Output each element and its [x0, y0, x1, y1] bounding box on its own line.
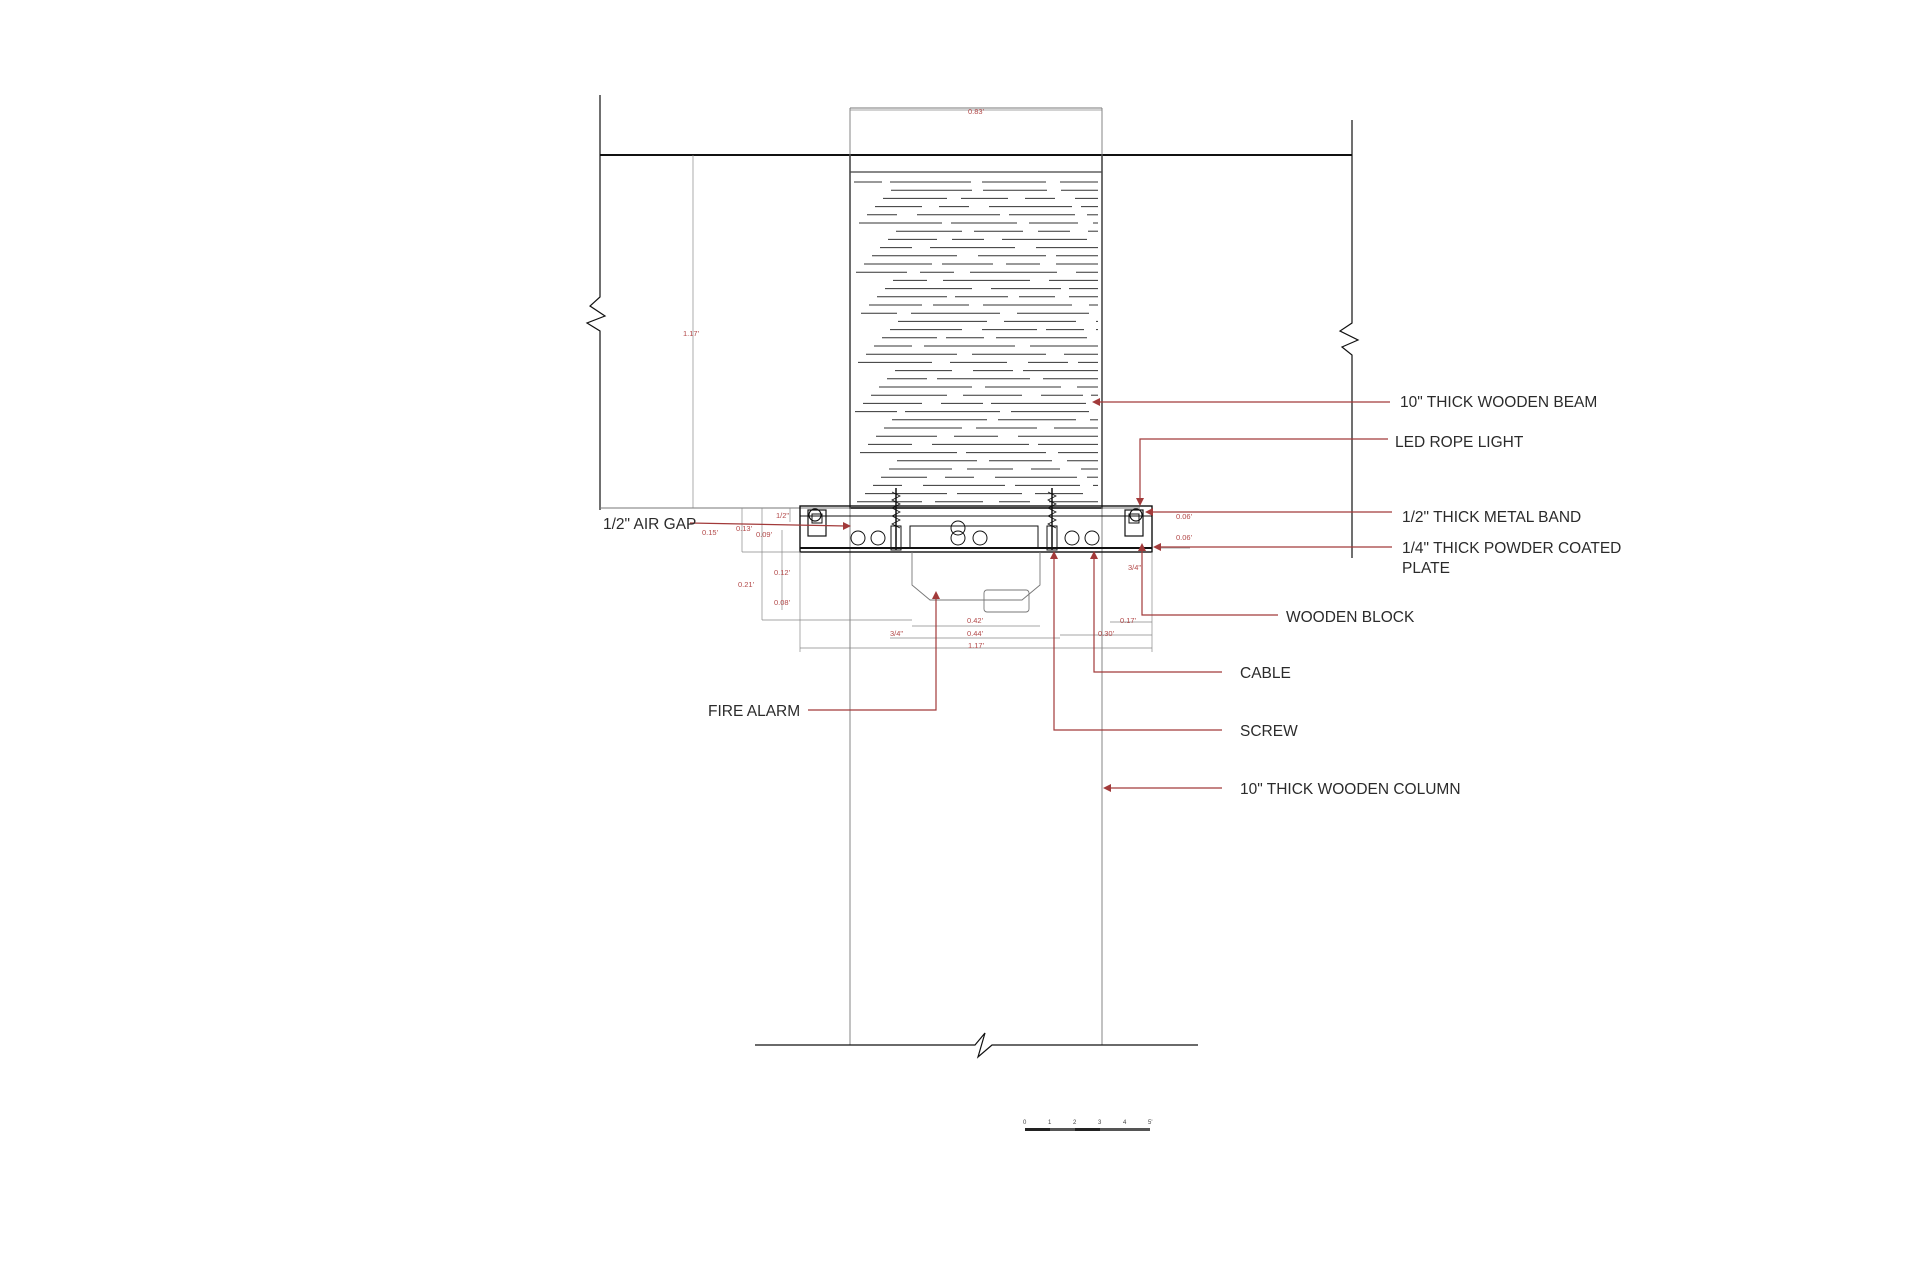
- wood-grain-hatch: [854, 181, 1098, 503]
- led-rope-light: [808, 508, 822, 522]
- label-wooden-block: WOODEN BLOCK: [1286, 609, 1415, 626]
- label-metal-band: 1/2" THICK METAL BAND: [1402, 509, 1581, 526]
- dim-half-inch: 1/2": [776, 511, 789, 520]
- dim-012: 0.12': [774, 568, 791, 577]
- dim-044: 0.44': [967, 629, 984, 638]
- cable: [950, 520, 966, 536]
- wooden-block-left: [807, 509, 827, 537]
- label-wooden-column: 10" THICK WOODEN COLUMN: [1240, 781, 1461, 798]
- scale-tick-label: 5': [1148, 1120, 1152, 1126]
- fire-alarm-body: [911, 552, 1041, 601]
- dim-three-quarter-right: 3/4": [1128, 563, 1141, 572]
- scale-tick-label: 0: [1023, 1120, 1027, 1126]
- scale-tick-label: 3: [1098, 1120, 1102, 1126]
- screw-left: [890, 488, 902, 551]
- wooden-column: [755, 107, 1198, 1059]
- dimension-labels: 0.83' 1.17' 1/2" 0.13' 0.15' 0.09' 0.12'…: [683, 107, 1193, 650]
- dim-009: 0.09': [756, 530, 773, 539]
- label-wooden-beam: 10" THICK WOODEN BEAM: [1400, 394, 1597, 411]
- dim-042: 0.42': [967, 616, 984, 625]
- label-screw: SCREW: [1240, 723, 1298, 740]
- label-fire-alarm: FIRE ALARM: [708, 703, 800, 720]
- scale-tick-label: 4: [1123, 1120, 1127, 1126]
- led-rope-light: [1129, 508, 1143, 522]
- leader-lines: [689, 398, 1392, 792]
- dim-015: 0.15': [702, 528, 719, 537]
- cable: [972, 530, 988, 546]
- dim-three-quarter-left: 3/4": [890, 629, 903, 638]
- dim-030: 0.30': [1098, 629, 1115, 638]
- dim-006b: 0.06': [1176, 533, 1193, 542]
- label-powder-coated-plate-2: PLATE: [1402, 560, 1450, 577]
- ceiling-assembly: [799, 488, 1153, 613]
- dim-006a: 0.06': [1176, 512, 1193, 521]
- scale-tick-label: 2: [1073, 1120, 1077, 1126]
- dim-top-width: 0.83': [968, 107, 985, 116]
- dimension-lines: [692, 109, 1190, 652]
- scale-tick-label: 1: [1048, 1120, 1052, 1126]
- label-air-gap: 1/2" AIR GAP: [603, 516, 696, 533]
- screw-right: [1046, 488, 1058, 551]
- cable: [1084, 530, 1100, 546]
- dim-008: 0.08': [774, 598, 791, 607]
- callout-labels: 10" THICK WOODEN BEAM LED ROPE LIGHT 1/2…: [603, 394, 1621, 798]
- cable: [950, 530, 966, 546]
- dim-013: 0.13': [736, 524, 753, 533]
- dim-021: 0.21': [738, 580, 755, 589]
- label-cable: CABLE: [1240, 665, 1291, 682]
- dim-height: 1.17': [683, 329, 700, 338]
- wooden-beam: [849, 154, 1103, 509]
- dim-017: 0.17': [1120, 616, 1137, 625]
- cable: [870, 530, 886, 546]
- label-led-rope-light: LED ROPE LIGHT: [1395, 434, 1524, 451]
- cable: [850, 530, 866, 546]
- dim-117: 1.17': [968, 641, 985, 650]
- cable: [1064, 530, 1080, 546]
- wooden-block-right: [1124, 509, 1144, 537]
- scale-bar: 0 1 2 3 4 5': [1023, 1120, 1152, 1131]
- ceiling-outline: [585, 95, 1360, 558]
- label-powder-coated-plate: 1/4" THICK POWDER COATED: [1402, 540, 1621, 557]
